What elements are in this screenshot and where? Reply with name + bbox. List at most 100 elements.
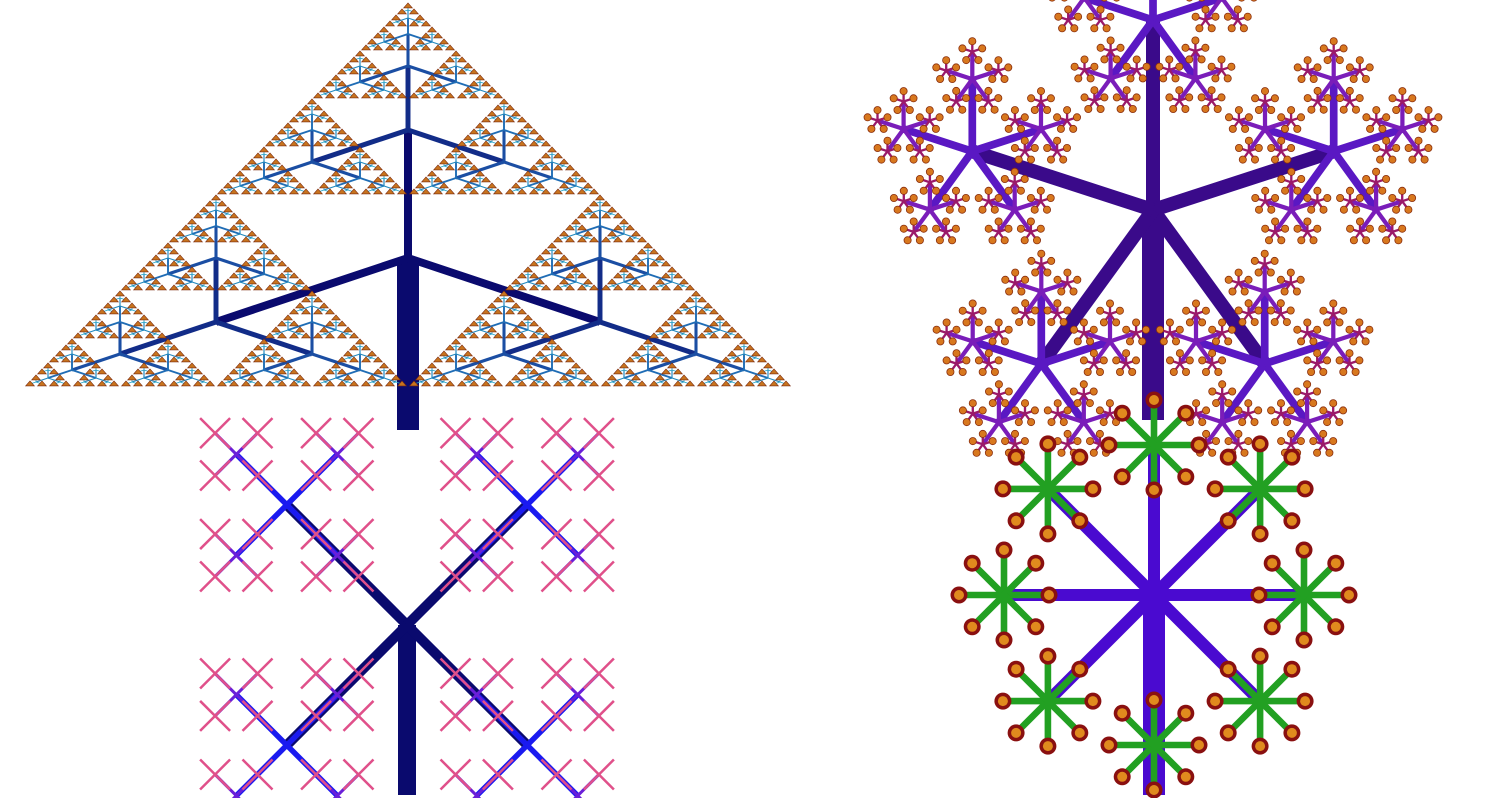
leaf-triangle [288,116,300,123]
leaf [199,700,231,732]
leaf-triangle [588,380,600,387]
branch [263,161,277,167]
branch [1375,199,1403,212]
leaf [1355,94,1364,103]
leaf-triangle [48,368,60,375]
branch [263,257,277,263]
branch [467,329,481,335]
branch [143,273,169,283]
leaf-triangle [336,92,348,99]
leaf [1434,113,1443,122]
leaf [1070,325,1079,334]
leaf [1424,143,1433,152]
leaf [1046,193,1055,202]
leaf-triangle [324,116,336,123]
branch [287,321,313,331]
flower-center [1044,590,1054,600]
leaf [1089,349,1098,358]
branch [970,340,991,365]
leaf-triangle [462,182,474,189]
branch [407,17,421,23]
branch [647,369,673,379]
leaf-triangle [276,164,288,171]
leaf [932,224,941,233]
leaf-triangle [354,338,366,345]
leaf-triangle [624,224,636,231]
leaf-triangle [450,50,462,57]
leaf-triangle [294,110,306,117]
leaf-triangle [372,80,384,87]
leaf-triangle [306,98,318,105]
leaf [1303,318,1312,327]
branch [1264,118,1292,132]
leaf-triangle [660,368,672,375]
leaf-triangle [636,260,648,267]
leaf-triangle [432,380,444,387]
branch [1220,420,1241,446]
leaf [1270,418,1279,427]
leaf-triangle [66,338,78,345]
leaf [1054,12,1063,21]
leaf-triangle [132,332,144,339]
branch [599,256,649,276]
leaf-triangle [318,134,330,141]
branch [275,281,289,287]
leaf-triangle [414,86,426,93]
flower-center [1223,515,1234,526]
branch [731,353,745,359]
leaf [905,106,914,115]
leaf-triangle [762,362,774,369]
branch [611,377,625,383]
leaf [1392,205,1401,214]
leaf-triangle [414,14,426,21]
leaf-triangle [216,188,228,195]
leaf [1057,287,1066,296]
leaf [1424,106,1433,115]
leaf-triangle [384,32,396,39]
leaf-triangle [360,164,372,171]
branch [275,137,289,143]
leaf-triangle [342,350,354,357]
flower-center [1255,741,1266,752]
leaf-triangle [408,380,420,387]
leaf [974,193,983,202]
leaf [1011,429,1020,438]
leaf-triangle [144,320,156,327]
branch [371,89,385,95]
leaf [1271,193,1280,202]
leaf [1244,113,1253,122]
leaf [1031,306,1040,315]
leaf-triangle [150,350,162,357]
branch [35,377,49,383]
branch [1039,290,1060,315]
leaf-triangle [144,356,156,363]
leaf [1224,437,1233,446]
leaf-triangle [648,380,660,387]
leaf-triangle [516,128,528,135]
leaf [1250,418,1259,427]
leaf-triangle [516,308,528,315]
leaf [1211,74,1220,83]
leaf-triangle [474,122,486,129]
leaf [1254,306,1263,315]
leaf-triangle [324,368,336,375]
leaf [1329,37,1338,46]
leaf [1283,155,1292,164]
leaf-triangle [102,374,114,381]
branch [1400,127,1421,153]
leaf-triangle [288,308,300,315]
leaf-triangle [336,320,348,327]
leaf-triangle [582,374,594,381]
leaf [1234,429,1243,438]
branch [407,64,457,84]
leaf [1313,387,1322,396]
leaf-triangle [498,98,510,105]
branch [671,321,697,331]
leaf-triangle [348,92,360,99]
branch [47,377,61,383]
leaf [1233,5,1242,14]
leaf-triangle [300,332,312,339]
leaf-triangle [612,212,624,219]
flower-center [1223,664,1234,675]
